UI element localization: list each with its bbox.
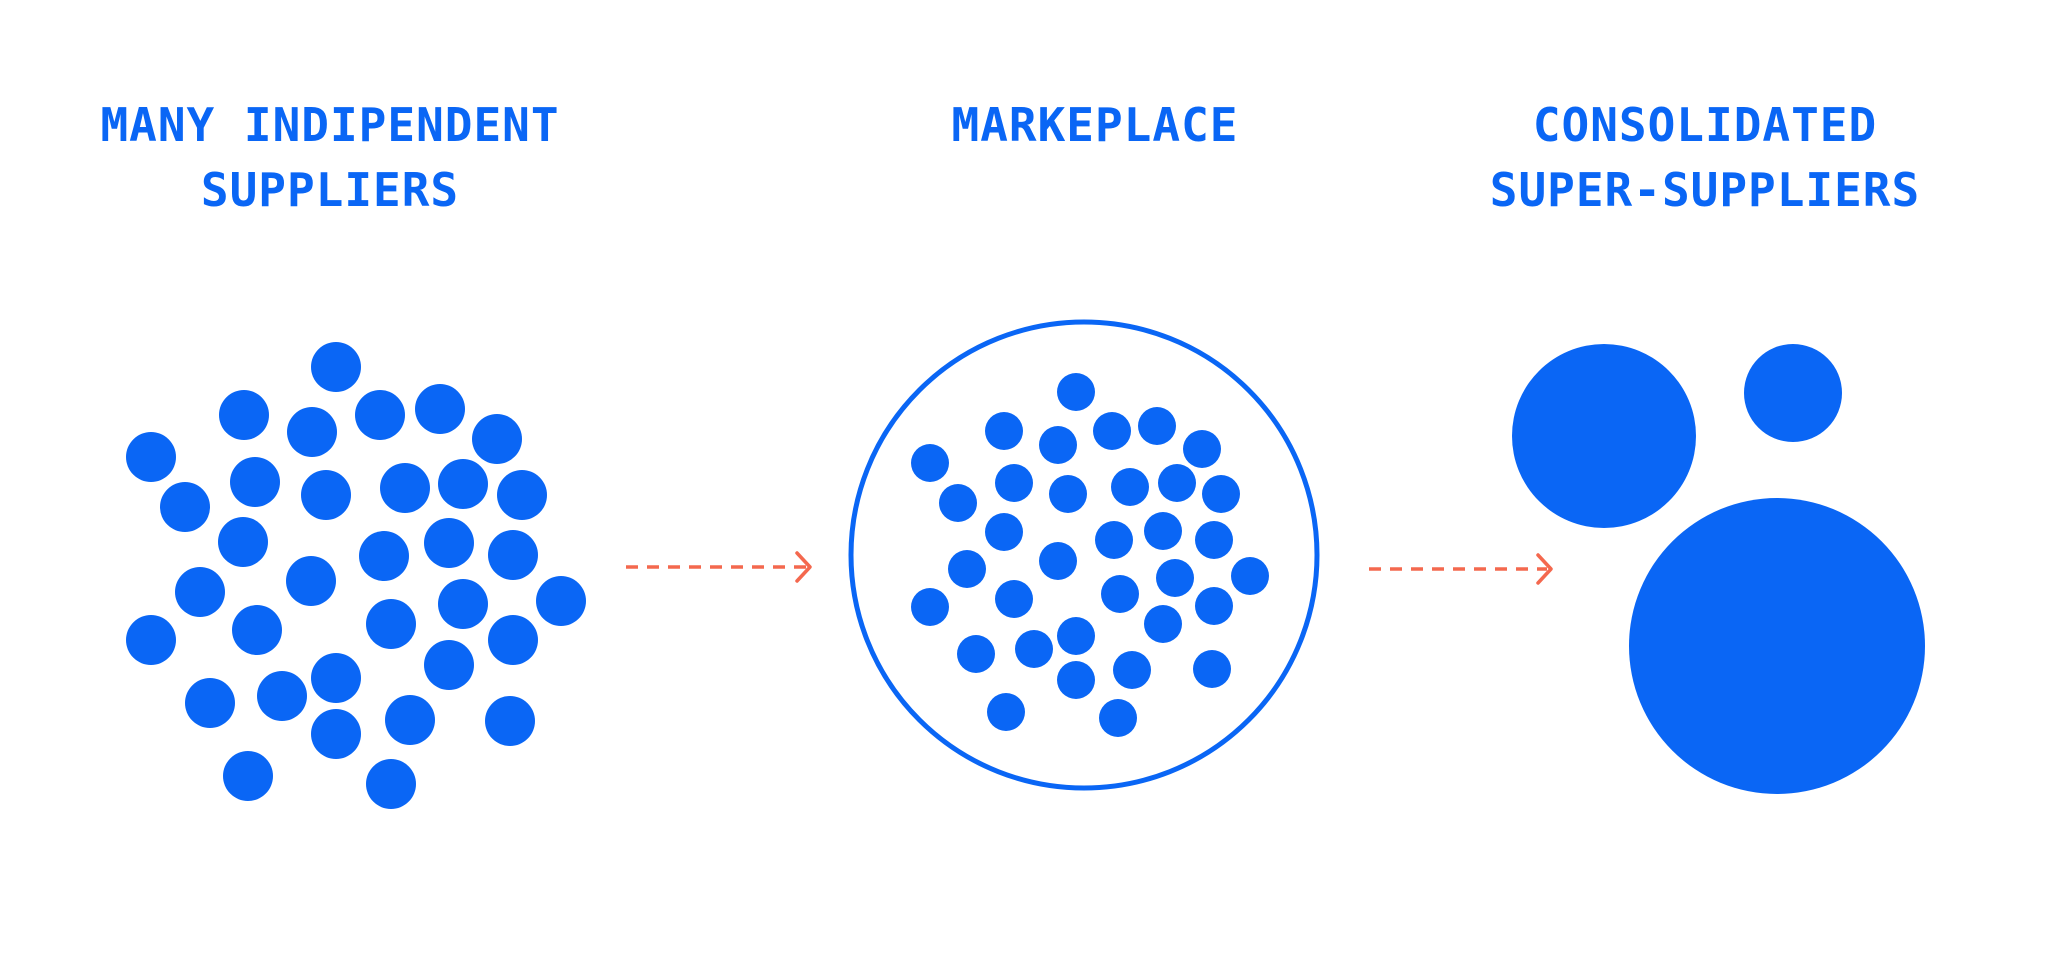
heading-super-suppliers: CONSOLIDATED SUPER-SUPPLIERS bbox=[1440, 93, 1970, 223]
supplier-dot-icon bbox=[438, 459, 488, 509]
supplier-dot-icon bbox=[1195, 587, 1233, 625]
heading-line: MANY INDIPENDENT bbox=[100, 98, 560, 152]
supplier-dot-icon bbox=[1156, 559, 1194, 597]
supplier-dot-icon bbox=[995, 580, 1033, 618]
supplier-dot-icon bbox=[985, 412, 1023, 450]
supplier-dot-icon bbox=[424, 518, 474, 568]
supplier-dot-icon bbox=[366, 759, 416, 809]
supplier-dot-icon bbox=[175, 567, 225, 617]
supplier-dot-icon bbox=[1195, 521, 1233, 559]
supplier-dot-icon bbox=[355, 390, 405, 440]
supplier-dot-icon bbox=[311, 342, 361, 392]
heading-marketplace: MARKEPLACE bbox=[880, 93, 1310, 158]
marketplace-ring-icon bbox=[848, 319, 1320, 791]
super-suppliers-cluster bbox=[1512, 344, 1925, 794]
supplier-dot-icon bbox=[911, 588, 949, 626]
supplier-dot-icon bbox=[1144, 605, 1182, 643]
supplier-dot-icon bbox=[1144, 512, 1182, 550]
supplier-dot-icon bbox=[438, 579, 488, 629]
super-supplier-circle-icon bbox=[1629, 498, 1925, 794]
supplier-dot-icon bbox=[230, 457, 280, 507]
supplier-dot-icon bbox=[366, 599, 416, 649]
supplier-dot-icon bbox=[1193, 650, 1231, 688]
supplier-dot-icon bbox=[311, 653, 361, 703]
supplier-dot-icon bbox=[985, 513, 1023, 551]
supplier-dot-icon bbox=[232, 605, 282, 655]
supplier-dot-icon bbox=[1111, 468, 1149, 506]
heading-line: MARKEPLACE bbox=[951, 98, 1239, 152]
supplier-dot-icon bbox=[257, 671, 307, 721]
supplier-dot-icon bbox=[1202, 475, 1240, 513]
supplier-dot-icon bbox=[223, 751, 273, 801]
supplier-dot-icon bbox=[287, 407, 337, 457]
supplier-dot-icon bbox=[126, 432, 176, 482]
supplier-dot-icon bbox=[536, 576, 586, 626]
supplier-dot-icon bbox=[497, 470, 547, 520]
supplier-dot-icon bbox=[1093, 412, 1131, 450]
supplier-dot-icon bbox=[286, 556, 336, 606]
super-supplier-circle-icon bbox=[1744, 344, 1842, 442]
supplier-dot-icon bbox=[1015, 630, 1053, 668]
supplier-dot-icon bbox=[1113, 651, 1151, 689]
supplier-dot-icon bbox=[488, 615, 538, 665]
heading-independent-suppliers: MANY INDIPENDENT SUPPLIERS bbox=[45, 93, 615, 223]
supplier-dot-icon bbox=[415, 384, 465, 434]
supplier-dot-icon bbox=[1057, 373, 1095, 411]
supplier-dot-icon bbox=[995, 464, 1033, 502]
supplier-dot-icon bbox=[957, 635, 995, 673]
supplier-dot-icon bbox=[126, 615, 176, 665]
supplier-dot-icon bbox=[485, 696, 535, 746]
supplier-dot-icon bbox=[185, 678, 235, 728]
supplier-dot-icon bbox=[1231, 557, 1269, 595]
supplier-dot-icon bbox=[1099, 699, 1137, 737]
independent-suppliers-cluster bbox=[126, 342, 586, 809]
dashed-arrow-icon bbox=[1369, 553, 1553, 585]
supplier-dot-icon bbox=[380, 463, 430, 513]
supplier-dot-icon bbox=[1039, 426, 1077, 464]
supplier-dot-icon bbox=[911, 444, 949, 482]
supplier-dot-icon bbox=[488, 530, 538, 580]
supplier-dot-icon bbox=[218, 517, 268, 567]
supplier-dot-icon bbox=[359, 531, 409, 581]
supplier-dot-icon bbox=[1138, 407, 1176, 445]
supplier-dot-icon bbox=[311, 709, 361, 759]
supplier-dot-icon bbox=[1057, 661, 1095, 699]
supplier-dot-icon bbox=[219, 390, 269, 440]
heading-line: SUPPLIERS bbox=[200, 163, 460, 217]
supplier-dot-icon bbox=[1095, 521, 1133, 559]
marketplace-cluster bbox=[848, 319, 1320, 791]
supplier-dot-icon bbox=[1101, 575, 1139, 613]
dashed-arrow-icon bbox=[626, 551, 812, 583]
supplier-dot-icon bbox=[301, 470, 351, 520]
supplier-dot-icon bbox=[385, 695, 435, 745]
supplier-dot-icon bbox=[424, 640, 474, 690]
supplier-dot-icon bbox=[1183, 430, 1221, 468]
supplier-dot-icon bbox=[1158, 464, 1196, 502]
heading-line: SUPER-SUPPLIERS bbox=[1489, 163, 1921, 217]
supplier-dot-icon bbox=[1039, 542, 1077, 580]
supplier-dot-icon bbox=[948, 550, 986, 588]
super-supplier-circle-icon bbox=[1512, 344, 1696, 528]
supplier-dot-icon bbox=[987, 693, 1025, 731]
supplier-dot-icon bbox=[1057, 617, 1095, 655]
supplier-dot-icon bbox=[160, 482, 210, 532]
supplier-dot-icon bbox=[939, 484, 977, 522]
supplier-dot-icon bbox=[472, 414, 522, 464]
supplier-dot-icon bbox=[1049, 475, 1087, 513]
heading-line: CONSOLIDATED bbox=[1532, 98, 1878, 152]
